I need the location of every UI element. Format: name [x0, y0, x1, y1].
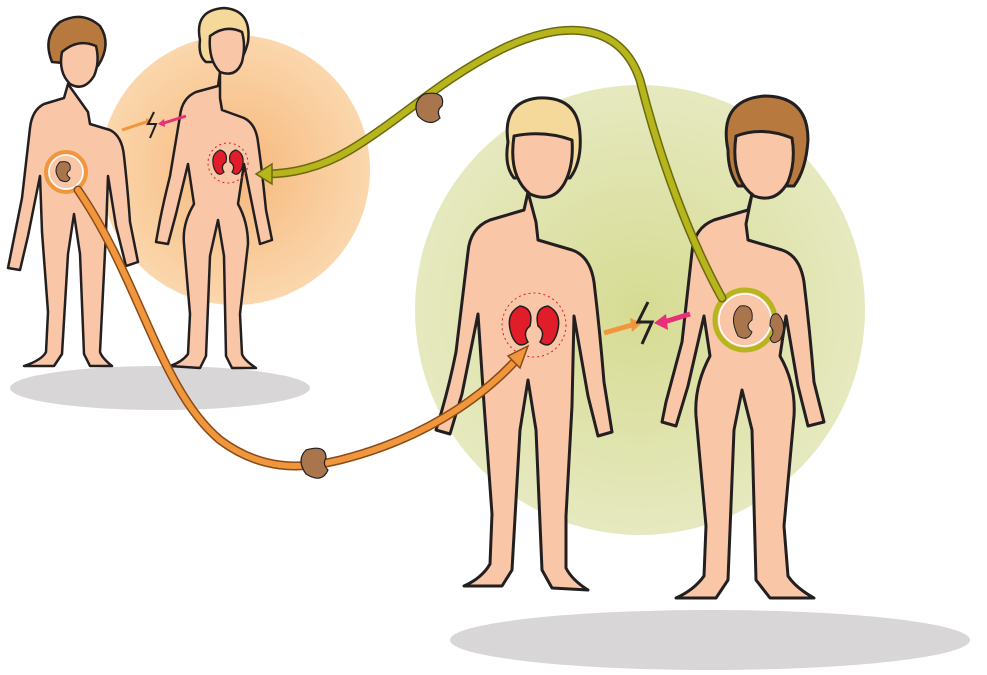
- pair2-shadow: [450, 610, 970, 670]
- transit-kidney-icon: [416, 93, 443, 122]
- kidney-icon: [733, 306, 752, 338]
- pair1-shadow: [10, 366, 310, 410]
- transit-kidney-icon: [301, 448, 328, 478]
